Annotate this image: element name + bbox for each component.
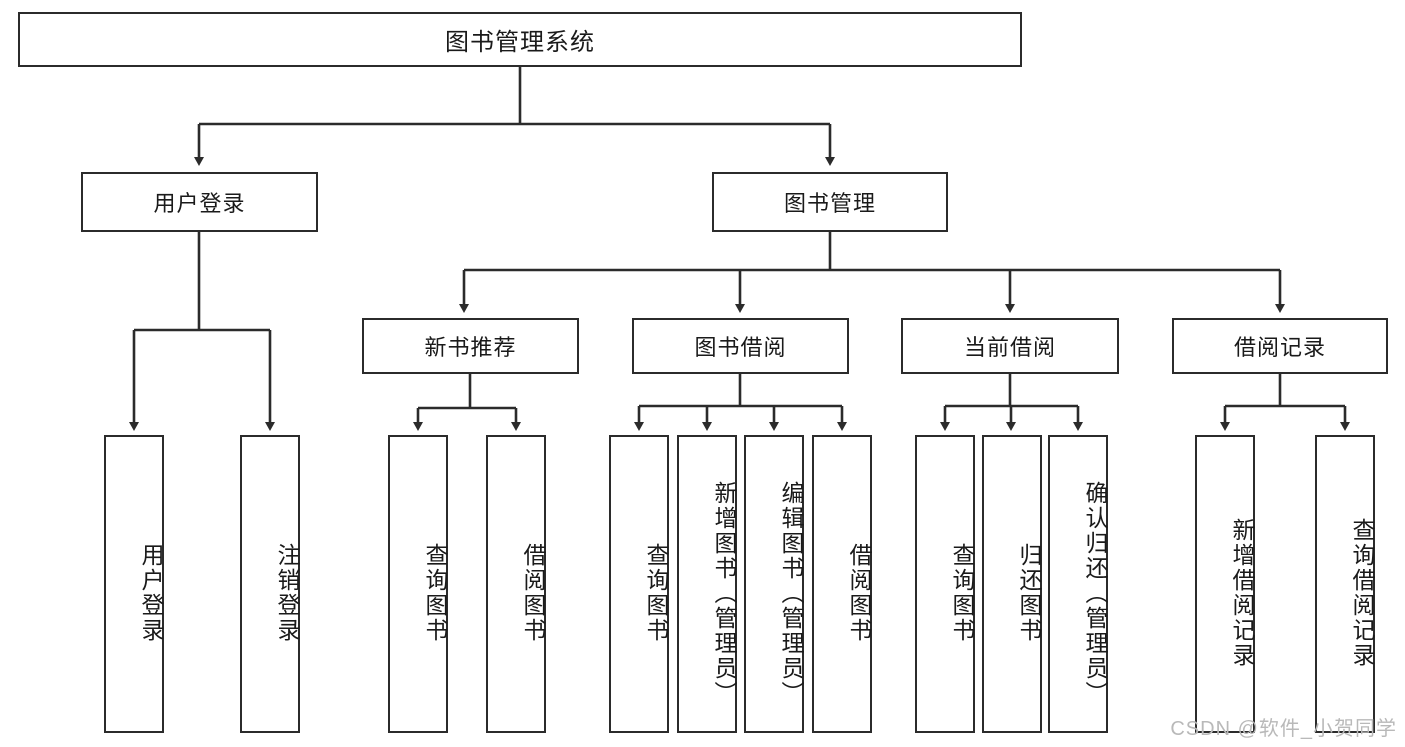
node-user-login-label: 用户登录 (153, 191, 246, 216)
node-leaf-query-record-label: 查询借阅记录 (1349, 518, 1375, 668)
node-leaf-add-record-label: 新增借阅记录 (1229, 518, 1255, 668)
node-leaf-return-book-label: 归还图书 (1016, 543, 1042, 643)
node-borrow-record-label: 借阅记录 (1233, 335, 1326, 360)
node-current-borrow[interactable]: 当前借阅 (901, 318, 1119, 374)
node-root[interactable]: 图书管理系统 (18, 12, 1022, 67)
node-leaf-user-login-label: 用户登录 (138, 543, 164, 643)
node-leaf-logout-login[interactable]: 注销登录 (240, 435, 300, 733)
node-current-borrow-label: 当前借阅 (963, 335, 1056, 360)
node-book-manage-label: 图书管理 (783, 191, 876, 216)
node-leaf-borrow-book-2[interactable]: 借阅图书 (812, 435, 872, 733)
node-leaf-borrow-book-1[interactable]: 借阅图书 (486, 435, 546, 733)
node-leaf-edit-book[interactable]: 编辑图书（管理员） (744, 435, 804, 733)
node-leaf-add-book-label: 新增图书（管理员） (711, 480, 737, 706)
node-leaf-query-book-3-label: 查询图书 (949, 543, 975, 643)
node-leaf-edit-book-label: 编辑图书（管理员） (778, 480, 804, 706)
node-leaf-return-book[interactable]: 归还图书 (982, 435, 1042, 733)
node-borrow-record[interactable]: 借阅记录 (1172, 318, 1388, 374)
node-leaf-query-book-1[interactable]: 查询图书 (388, 435, 448, 733)
node-leaf-query-book-2[interactable]: 查询图书 (609, 435, 669, 733)
node-leaf-query-book-1-label: 查询图书 (422, 543, 448, 643)
node-new-book-recommend-label: 新书推荐 (424, 335, 517, 360)
node-leaf-add-book[interactable]: 新增图书（管理员） (677, 435, 737, 733)
node-book-manage[interactable]: 图书管理 (712, 172, 948, 232)
node-leaf-user-login[interactable]: 用户登录 (104, 435, 164, 733)
node-root-label: 图书管理系统 (445, 29, 595, 56)
node-leaf-query-record[interactable]: 查询借阅记录 (1315, 435, 1375, 733)
node-user-login[interactable]: 用户登录 (81, 172, 318, 232)
node-leaf-confirm-return[interactable]: 确认归还（管理员） (1048, 435, 1108, 733)
node-leaf-query-book-3[interactable]: 查询图书 (915, 435, 975, 733)
node-leaf-confirm-return-label: 确认归还（管理员） (1082, 480, 1108, 706)
node-book-borrow[interactable]: 图书借阅 (632, 318, 849, 374)
node-book-borrow-label: 图书借阅 (694, 335, 787, 360)
node-new-book-recommend[interactable]: 新书推荐 (362, 318, 579, 374)
watermark: CSDN @软件_小贺同学 (1170, 718, 1397, 740)
node-leaf-logout-login-label: 注销登录 (274, 543, 300, 643)
node-leaf-query-book-2-label: 查询图书 (643, 543, 669, 643)
node-leaf-borrow-book-2-label: 借阅图书 (846, 543, 872, 643)
node-leaf-add-record[interactable]: 新增借阅记录 (1195, 435, 1255, 733)
node-leaf-borrow-book-1-label: 借阅图书 (520, 543, 546, 643)
